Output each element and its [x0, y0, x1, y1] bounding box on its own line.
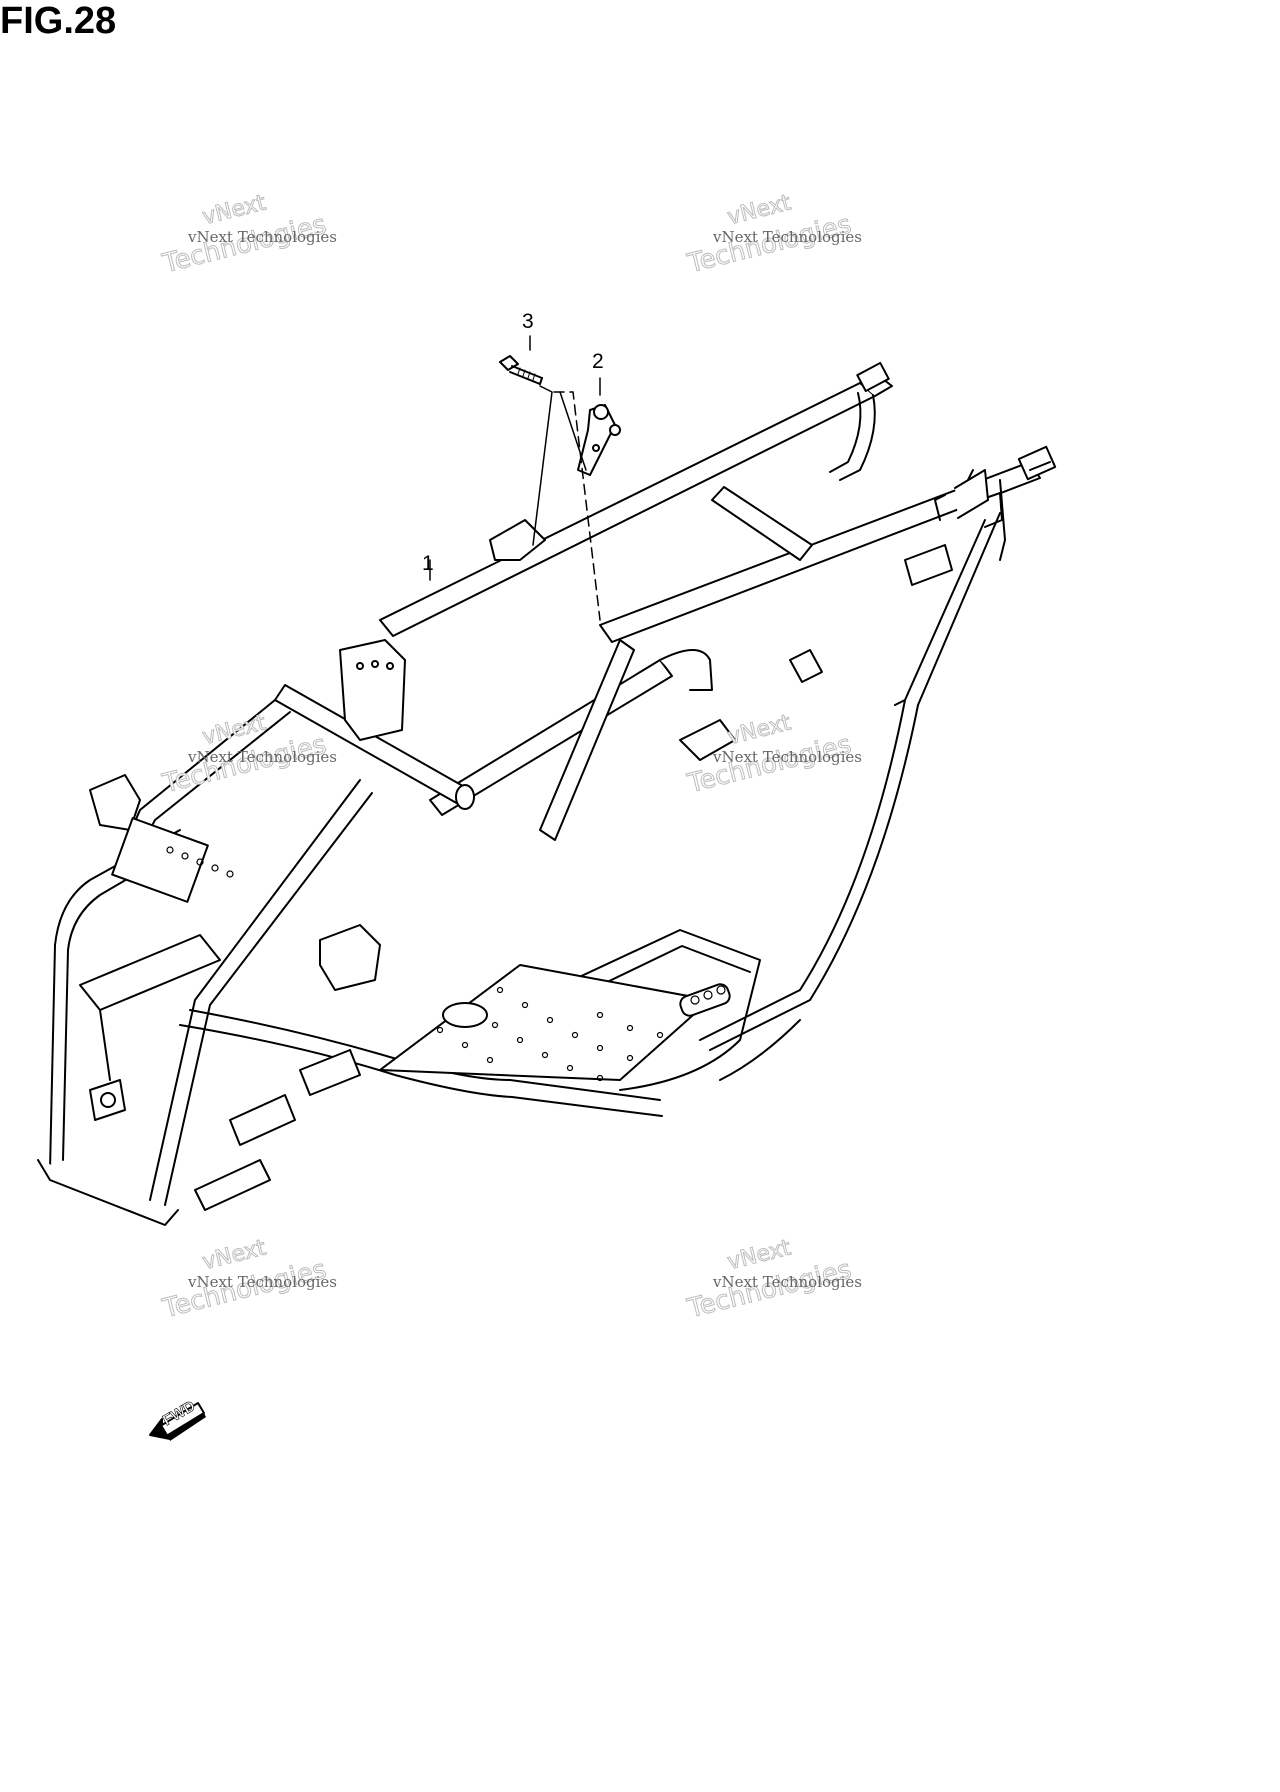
callout-2[interactable]: 2	[592, 350, 604, 373]
leader-lines	[429, 335, 601, 621]
bolt-part[interactable]	[499, 355, 543, 385]
callout-1[interactable]: 1	[422, 552, 434, 575]
callout-3[interactable]: 3	[522, 310, 534, 333]
forward-direction-badge: FWD	[148, 1397, 206, 1443]
bracket-part[interactable]	[577, 404, 621, 476]
arrow-left-icon	[149, 1402, 206, 1441]
frame-part[interactable]	[37, 361, 1057, 1226]
figure-title: FIG.28	[0, 0, 117, 42]
